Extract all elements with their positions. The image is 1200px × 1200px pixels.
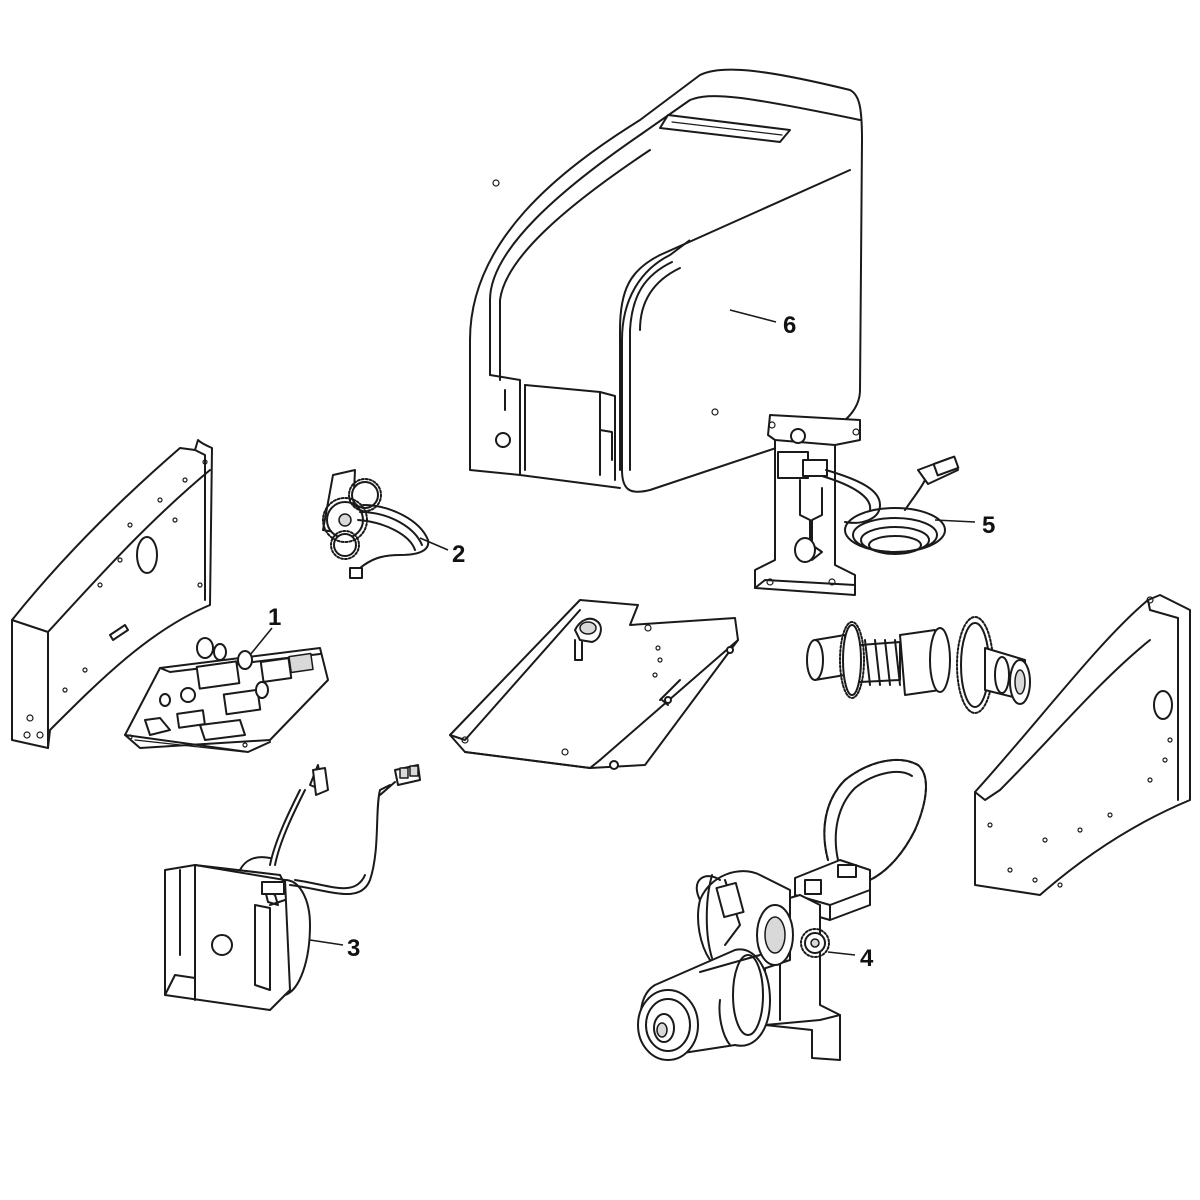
callout-1: 1 [249, 604, 281, 656]
callout-2-label: 2 [452, 541, 465, 568]
callout-5: 5 [934, 512, 995, 539]
callout-6: 6 [729, 309, 796, 339]
transformer-part[interactable] [164, 764, 421, 1011]
gear-motor-part[interactable] [637, 859, 871, 1061]
callout-6-label: 6 [783, 312, 796, 339]
sprocket-shaft-part[interactable] [806, 616, 1031, 714]
callout-4-label: 4 [860, 945, 874, 972]
side-plate-left[interactable] [11, 439, 213, 749]
callout-3: 3 [309, 935, 360, 962]
control-board-part[interactable] [124, 637, 329, 753]
callout-2: 2 [419, 537, 465, 568]
callout-1-label: 1 [268, 604, 281, 631]
cover-part[interactable] [469, 68, 863, 493]
callout-4: 4 [827, 945, 874, 972]
callout-3-label: 3 [347, 935, 360, 962]
light-socket-part[interactable] [754, 414, 960, 596]
side-plate-right[interactable] [974, 594, 1191, 896]
callout-5-label: 5 [982, 512, 995, 539]
limit-switch-gear-part[interactable] [322, 469, 430, 579]
chain-part[interactable] [823, 759, 927, 881]
base-plate-part[interactable] [449, 599, 739, 770]
